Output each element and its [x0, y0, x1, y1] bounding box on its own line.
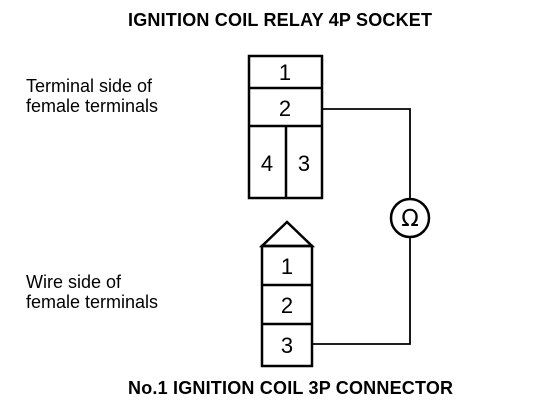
connector-terminal-1: 1: [281, 254, 293, 279]
test-lead-lower: [312, 237, 411, 345]
terminal-side-label-line2: female terminals: [26, 96, 159, 116]
relay-socket-title: IGNITION COIL RELAY 4P SOCKET: [128, 10, 433, 30]
connector-key-tab: [258, 220, 316, 248]
coil-connector-title: No.1 IGNITION COIL 3P CONNECTOR: [128, 378, 454, 398]
socket-terminal-4: 4: [261, 151, 273, 176]
socket-terminal-2: 2: [279, 96, 291, 121]
socket-terminal-1: 1: [279, 60, 291, 85]
relay-socket: [247, 54, 324, 200]
wire-side-label: Wire side of female terminals: [26, 272, 158, 312]
coil-connector: [258, 220, 316, 368]
connector-terminal-3: 3: [281, 333, 293, 358]
test-lead-upper: [322, 108, 411, 199]
wire-side-label-line1: Wire side of: [26, 272, 122, 292]
ohmmeter-icon: [389, 197, 431, 239]
coil-connector-outline: [260, 244, 314, 368]
wire-side-label-line2: female terminals: [26, 292, 159, 312]
terminal-side-label: Terminal side of female terminals: [26, 76, 158, 116]
connector-terminal-2: 2: [281, 293, 293, 318]
ohmmeter-symbol: Ω: [401, 206, 419, 232]
terminal-side-label-line1: Terminal side of: [26, 76, 153, 96]
test-leads: [312, 108, 411, 345]
socket-terminal-3: 3: [298, 151, 310, 176]
